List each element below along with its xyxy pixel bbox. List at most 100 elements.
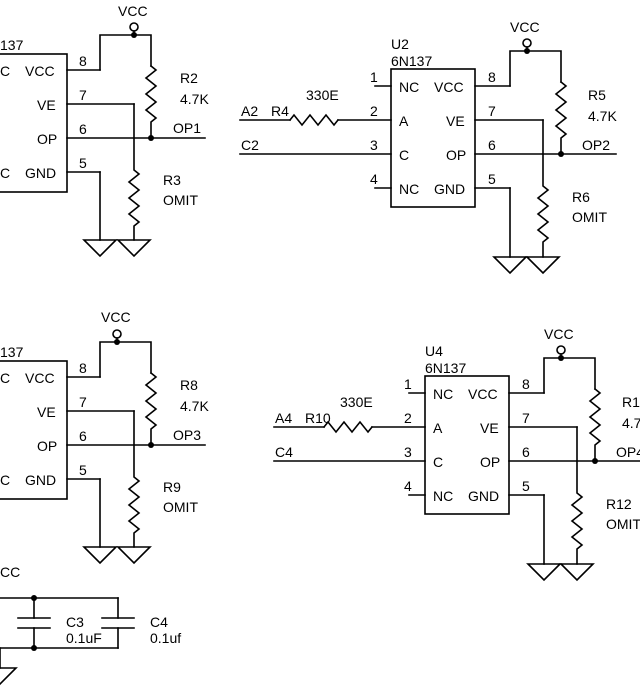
u4-pin-nc1-label: NC [433, 386, 453, 402]
op3-junction [148, 442, 154, 448]
a4-net-label: A4 [275, 410, 292, 426]
u4-pin-vcc-label: VCC [468, 386, 498, 402]
u2-pin3-number: 3 [370, 137, 378, 153]
u3-pin-c2-label: C [0, 472, 10, 488]
u1-ground-symbol-1 [82, 239, 118, 258]
r5-resistor [554, 80, 568, 155]
u1-vcc-symbol [129, 22, 139, 32]
u2-pin-gnd-label: GND [434, 181, 465, 197]
r8-value: 4.7K [180, 398, 209, 414]
r4-ref: R4 [271, 103, 289, 119]
r4-resistor [288, 113, 340, 127]
op4-junction [592, 458, 598, 464]
u4-vcc-symbol [556, 345, 566, 355]
u1-ground-symbol-2 [116, 239, 152, 258]
u4-pin8-number: 8 [522, 376, 530, 392]
u2-pin5-number: 5 [488, 171, 496, 187]
r9-value: OMIT [163, 499, 198, 515]
u3-pin-op-label: OP [37, 438, 57, 454]
u4-ground-symbol-2 [559, 563, 595, 582]
u4-pin5-number: 5 [522, 478, 530, 494]
u2-pin7-number: 7 [488, 103, 496, 119]
decoupling-ground-symbol [0, 667, 18, 686]
u3-body [0, 360, 68, 500]
u4-pin7-number: 7 [522, 410, 530, 426]
decoupling-capacitors: CC C3 0.1uF C4 0.1uf [0, 564, 181, 686]
r10-value: 330E [340, 394, 373, 410]
u4-pin-ve-label: VE [480, 420, 499, 436]
u4-ground-symbol-1 [526, 563, 562, 582]
u3-pin8-number: 8 [79, 360, 87, 376]
u2-vcc-net [509, 50, 562, 87]
r11-ref: R1 [622, 394, 640, 410]
u4-pin1-number: 1 [404, 376, 412, 392]
u4-body [424, 375, 510, 515]
u1-pin5-number: 5 [79, 155, 87, 171]
c4-ref: C4 [150, 614, 168, 630]
r12-resistor [570, 426, 584, 565]
u4-vcc-junction [558, 355, 564, 361]
u4-ref: U4 [425, 343, 443, 359]
u2-ground-symbol-1 [492, 256, 528, 275]
a2-net-label: A2 [241, 103, 258, 119]
u3-pin7-number: 7 [79, 394, 87, 410]
optocoupler-channel-2: U2 6N137 NC A C NC VCC VE OP GND 1 2 3 4… [239, 19, 617, 275]
r2-resistor [144, 64, 158, 139]
u3-pin-vcc-label: VCC [25, 370, 55, 386]
u3-vcc-label: VCC [101, 309, 131, 325]
u3-pin-c-label: C [0, 370, 10, 386]
u1-pin6-number: 6 [79, 121, 87, 137]
u3-pin-gnd-label: GND [25, 472, 56, 488]
r12-value: OMIT [606, 516, 640, 532]
c2-net-label: C2 [241, 137, 259, 153]
u1-vcc-junction [131, 32, 137, 38]
u2-pin-a-label: A [399, 113, 409, 129]
u1-pin-ve-label: VE [37, 97, 56, 113]
optocoupler-channel-4: U4 6N137 NC A C NC VCC VE OP GND 1 2 3 4… [273, 326, 640, 582]
r5-value: 4.7K [588, 108, 617, 124]
u1-pin-vcc-label: VCC [25, 63, 55, 79]
u1-pin-c2-label: C [0, 165, 10, 181]
op4-net-label: OP4 [616, 444, 640, 460]
u3-pin6-number: 6 [79, 428, 87, 444]
u2-pin4-number: 4 [370, 171, 378, 187]
u3-ground-symbol-2 [116, 546, 152, 565]
u4-pin4-number: 4 [404, 478, 412, 494]
u4-pin-gnd-label: GND [468, 488, 499, 504]
r11-value: 4.7 [622, 415, 640, 431]
r9-resistor [127, 410, 141, 548]
u4-pin3-number: 3 [404, 444, 412, 460]
u1-pin8-number: 8 [79, 53, 87, 69]
u3-pin5-number: 5 [79, 462, 87, 478]
u2-pin1-number: 1 [370, 69, 378, 85]
r12-ref: R12 [606, 496, 632, 512]
r2-value: 4.7K [180, 91, 209, 107]
u1-pin7-number: 7 [79, 87, 87, 103]
decoupling-vcc-label: CC [0, 564, 20, 580]
c3-ref: C3 [66, 614, 84, 630]
r6-ref: R6 [572, 189, 590, 205]
r8-ref: R8 [180, 377, 198, 393]
c4-net-label: C4 [275, 444, 293, 460]
u2-pin2-number: 2 [370, 103, 378, 119]
u2-vcc-symbol [522, 38, 532, 48]
u2-pin8-number: 8 [488, 69, 496, 85]
r11-resistor [588, 387, 602, 462]
u2-ref: U2 [391, 36, 409, 52]
u3-vcc-junction [114, 339, 120, 345]
u2-part-label: 6N137 [391, 53, 432, 69]
r6-resistor [536, 119, 550, 258]
u3-vcc-net [99, 341, 152, 378]
r10-resistor [322, 420, 374, 434]
u3-ground-symbol-1 [82, 546, 118, 565]
optocoupler-channel-1: 137 C C VCC VE OP GND 8 7 6 5 VCC R2 4.7… [0, 3, 209, 258]
u4-pin6-number: 6 [522, 444, 530, 460]
op2-junction [558, 151, 564, 157]
op3-net-label: OP3 [173, 427, 201, 443]
u3-part-label: 137 [0, 344, 24, 360]
r4-value: 330E [306, 87, 339, 103]
u2-pin-nc1-label: NC [399, 79, 419, 95]
u4-pin-a-label: A [433, 420, 443, 436]
r9-ref: R9 [163, 479, 181, 495]
op2-net-label: OP2 [582, 137, 610, 153]
